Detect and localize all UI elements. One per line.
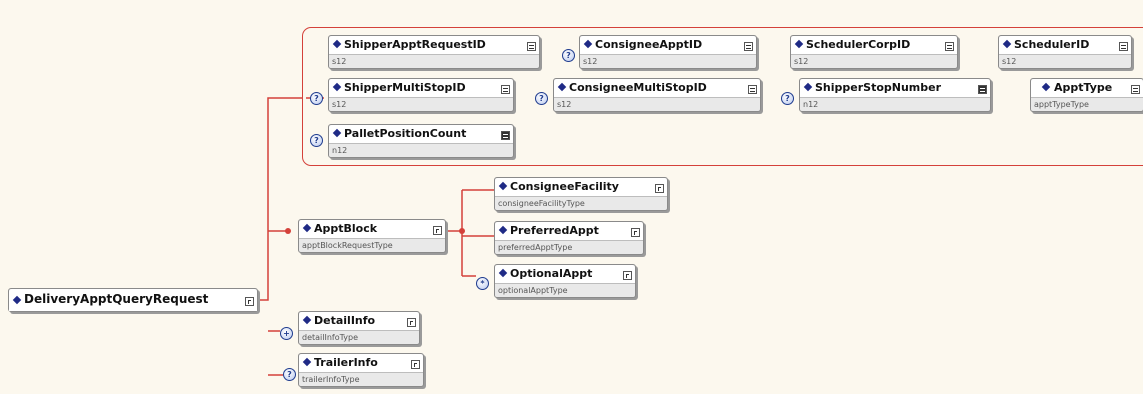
node-type: s12 <box>557 100 571 110</box>
simple-type-icon[interactable] <box>978 85 987 94</box>
optional-badge-icon: ? <box>310 92 323 105</box>
node-type: apptBlockRequestType <box>302 241 393 251</box>
repeat-badge-icon: * <box>476 277 489 290</box>
node-type: detailInfoType <box>302 333 358 343</box>
sequence-icon[interactable] <box>945 42 954 51</box>
expand-toggle-icon[interactable] <box>245 297 254 306</box>
optional-badge-icon: ? <box>781 92 794 105</box>
sequence-icon[interactable] <box>744 42 753 51</box>
node-type: s12 <box>794 57 808 67</box>
node-consignee-multi-stop-id[interactable]: ConsigneeMultiStopID s12 <box>553 78 761 112</box>
expand-toggle-icon[interactable] <box>631 228 640 237</box>
node-optional-appt[interactable]: OptionalAppt optionalApptType <box>494 264 636 298</box>
node-type: n12 <box>803 100 818 110</box>
expand-toggle-icon[interactable] <box>433 226 442 235</box>
node-name: ApptBlock <box>314 221 377 236</box>
node-type: n12 <box>332 146 347 156</box>
node-name: DetailInfo <box>314 313 375 328</box>
node-trailer-info[interactable]: TrailerInfo trailerInfoType <box>298 353 424 387</box>
node-type: s12 <box>332 57 346 67</box>
optional-badge-icon: ? <box>283 368 296 381</box>
node-delivery-appt-query-request[interactable]: DeliveryApptQueryRequest <box>8 288 258 312</box>
node-name: ShipperMultiStopID <box>344 80 466 95</box>
expand-toggle-icon[interactable] <box>411 360 420 369</box>
node-name: OptionalAppt <box>510 266 592 281</box>
node-shipper-appt-request-id[interactable]: ShipperApptRequestID s12 <box>328 35 540 69</box>
optional-badge-icon: ? <box>535 92 548 105</box>
node-name: PalletPositionCount <box>344 126 466 141</box>
node-name: PreferredAppt <box>510 223 599 238</box>
node-name: ShipperApptRequestID <box>344 37 486 52</box>
expand-toggle-icon[interactable] <box>623 271 632 280</box>
sequence-icon[interactable] <box>1119 42 1128 51</box>
sequence-icon[interactable] <box>1131 85 1140 94</box>
node-type: trailerInfoType <box>302 375 360 385</box>
node-name: ShipperStopNumber <box>815 80 941 95</box>
required-many-badge-icon: + <box>280 327 293 340</box>
expand-toggle-icon[interactable] <box>407 318 416 327</box>
node-appt-type[interactable]: ApptType apptTypeType <box>1030 78 1143 112</box>
node-type: s12 <box>1002 57 1016 67</box>
node-type: preferredApptType <box>498 243 572 253</box>
sequence-icon[interactable] <box>501 85 510 94</box>
node-name: ConsigneeMultiStopID <box>569 80 707 95</box>
node-name: SchedulerCorpID <box>806 37 910 52</box>
simple-type-icon[interactable] <box>501 131 510 140</box>
node-detail-info[interactable]: DetailInfo detailInfoType <box>298 311 420 345</box>
node-preferred-appt[interactable]: PreferredAppt preferredApptType <box>494 221 644 255</box>
node-type: optionalApptType <box>498 286 568 296</box>
node-name: ConsigneeApptID <box>595 37 702 52</box>
sequence-icon[interactable] <box>527 42 536 51</box>
node-name: TrailerInfo <box>314 355 378 370</box>
node-scheduler-id[interactable]: SchedulerID s12 <box>998 35 1132 69</box>
node-consignee-facility[interactable]: ConsigneeFacility consigneeFacilityType <box>494 177 668 211</box>
node-appt-block[interactable]: ApptBlock apptBlockRequestType <box>298 219 446 253</box>
expand-toggle-icon[interactable] <box>655 184 664 193</box>
sequence-icon[interactable] <box>748 85 757 94</box>
node-shipper-stop-number[interactable]: ShipperStopNumber n12 <box>799 78 991 112</box>
node-name: DeliveryApptQueryRequest <box>24 292 208 307</box>
node-scheduler-corp-id[interactable]: SchedulerCorpID s12 <box>790 35 958 69</box>
node-type: s12 <box>332 100 346 110</box>
node-type: s12 <box>583 57 597 67</box>
node-name: ConsigneeFacility <box>510 179 619 194</box>
node-name: SchedulerID <box>1014 37 1089 52</box>
node-type: consigneeFacilityType <box>498 199 585 209</box>
node-shipper-multi-stop-id[interactable]: ShipperMultiStopID s12 <box>328 78 514 112</box>
node-name: ApptType <box>1054 80 1112 95</box>
node-type: apptTypeType <box>1034 100 1089 110</box>
node-consignee-appt-id[interactable]: ConsigneeApptID s12 <box>579 35 757 69</box>
node-pallet-position-count[interactable]: PalletPositionCount n12 <box>328 124 514 158</box>
optional-badge-icon: ? <box>310 134 323 147</box>
optional-badge-icon: ? <box>562 49 575 62</box>
